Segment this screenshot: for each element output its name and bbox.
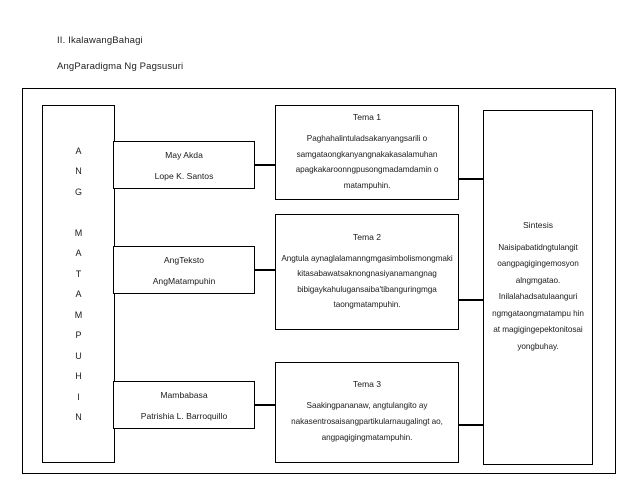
- connector-tema2-to-sintesis: [458, 299, 484, 301]
- section-title-label: AngParadigma Ng Pagsusuri: [57, 61, 184, 72]
- section-part-label: II. IkalawangBahagi: [57, 35, 143, 46]
- box-tema3-title: Tema 3: [352, 379, 382, 389]
- box-tema3: Tema 3 Saakingpananaw, angtulangito ay n…: [275, 362, 459, 463]
- box-sintesis-body: Naisipabatidngtulangit oangpagigingemosy…: [492, 242, 584, 351]
- box-tema3-body: Saakingpananaw, angtulangito ay nakasent…: [291, 401, 443, 442]
- box-mambabasa-name: Patrishia L. Barroquillo: [140, 410, 228, 421]
- box-tema2-body: Angtula aynaglalamanngmgasimbolismongmak…: [281, 254, 453, 309]
- box-ang-teksto-title: AngTeksto: [163, 254, 205, 265]
- box-mambabasa-title: Mambabasa: [160, 389, 208, 400]
- box-tema1-body: Paghahalintuladsakanyangsarili o samgata…: [295, 134, 439, 190]
- box-may-akda: May Akda Lope K. Santos: [113, 141, 255, 189]
- box-sintesis: Sintesis Naisipabatidngtulangit oangpagi…: [483, 110, 593, 465]
- vertical-label-text: A N G M A T A M P U H I N: [74, 145, 83, 423]
- connector-may-akda-to-tema1: [255, 164, 276, 166]
- connector-tema3-to-sintesis: [458, 424, 484, 426]
- box-may-akda-name: Lope K. Santos: [154, 170, 214, 181]
- box-mambabasa: Mambabasa Patrishia L. Barroquillo: [113, 381, 255, 429]
- connector-mambabasa-to-tema3: [255, 404, 276, 406]
- box-may-akda-title: May Akda: [165, 149, 203, 160]
- box-tema1-title: Tema 1: [352, 112, 382, 122]
- box-ang-teksto: AngTeksto AngMatampuhin: [113, 246, 255, 294]
- vertical-label-box: A N G M A T A M P U H I N: [42, 105, 115, 463]
- box-tema1: Tema 1 Paghahalintuladsakanyangsarili o …: [275, 105, 459, 200]
- diagram-outer-frame: [22, 88, 616, 474]
- box-tema2: Tema 2 Angtula aynaglalamanngmgasimbolis…: [275, 214, 459, 330]
- box-tema2-title: Tema 2: [352, 232, 382, 243]
- connector-tema1-to-sintesis: [458, 178, 484, 180]
- box-ang-teksto-name: AngMatampuhin: [152, 275, 216, 286]
- connector-ang-teksto-to-tema2: [255, 269, 276, 271]
- box-sintesis-title: Sintesis: [522, 219, 554, 230]
